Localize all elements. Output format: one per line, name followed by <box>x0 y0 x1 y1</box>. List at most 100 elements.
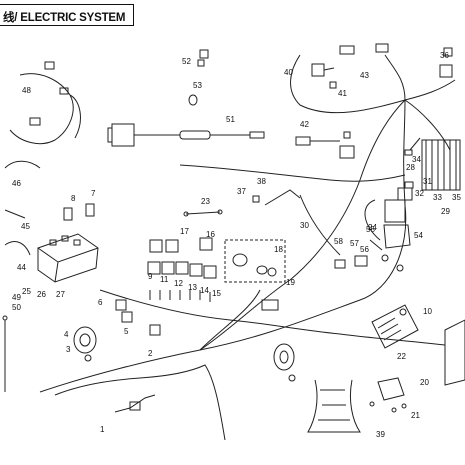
callout-45: 45 <box>21 222 30 231</box>
item-40-sensor <box>311 63 325 77</box>
callout-9: 9 <box>148 272 153 281</box>
item-51-fuse <box>179 130 211 140</box>
item-4-horn <box>73 326 97 354</box>
item-36-part <box>439 64 453 78</box>
callout-13: 13 <box>188 283 197 292</box>
callout-18: 18 <box>274 245 283 254</box>
right-battery-box <box>444 319 465 386</box>
item-6-connector <box>115 299 127 311</box>
item-34-wire <box>409 137 421 151</box>
callout-21: 21 <box>411 411 420 420</box>
callout-28: 28 <box>406 163 415 172</box>
harness-branch-left <box>99 289 446 346</box>
diagram-title-box: 线/ ELECTRIC SYSTEM <box>0 4 134 26</box>
callout-53: 53 <box>193 81 202 90</box>
item-38-sensor <box>264 189 301 206</box>
harness-branch-upper <box>179 164 406 182</box>
callout-3: 3 <box>66 345 71 354</box>
item-23-bracket <box>185 211 221 215</box>
item-20-bracket <box>377 377 405 401</box>
callout-10: 10 <box>423 307 432 316</box>
item-7-fuse <box>85 203 95 217</box>
item-16-relay <box>199 237 213 251</box>
callout-52: 52 <box>182 57 191 66</box>
callout-35: 35 <box>452 193 461 202</box>
item-31-fuse <box>404 181 414 189</box>
item-4-horn-right <box>273 343 295 371</box>
callout-25: 25 <box>22 287 31 296</box>
callout-39: 39 <box>376 430 385 439</box>
callout-27: 27 <box>56 290 65 299</box>
callout-12: 12 <box>174 279 183 288</box>
item-30-wire <box>299 194 341 256</box>
item-19-connector <box>261 299 279 311</box>
callout-57: 57 <box>350 239 359 248</box>
item-51-relay <box>111 123 135 147</box>
callout-44: 44 <box>17 263 26 272</box>
callout-20: 20 <box>420 378 429 387</box>
item-29-relay <box>384 199 406 223</box>
item-37-part <box>252 195 260 203</box>
callout-29: 29 <box>441 207 450 216</box>
item-18-group <box>224 239 286 283</box>
item-21-bolt <box>369 401 375 407</box>
item-17-relay <box>149 239 163 253</box>
item-57-part <box>334 259 346 269</box>
callout-46: 46 <box>12 179 21 188</box>
callout-56: 56 <box>360 245 369 254</box>
callout-7: 7 <box>91 189 96 198</box>
callout-50: 50 <box>12 303 21 312</box>
item-25-fuse-box <box>37 233 99 283</box>
item-43-connector <box>339 45 355 55</box>
callout-30: 30 <box>300 221 309 230</box>
callout-14: 14 <box>200 286 209 295</box>
item-56-bracket <box>354 255 368 267</box>
item-8-fuse <box>63 207 73 221</box>
item-9-relay <box>147 261 161 275</box>
item-46-wire <box>4 160 41 169</box>
callout-24: 24 <box>368 223 377 232</box>
item-2-connector <box>149 324 161 336</box>
diagram-title: 线/ ELECTRIC SYSTEM <box>3 12 126 24</box>
item-42-connector <box>295 136 311 146</box>
callout-58: 58 <box>334 237 343 246</box>
callout-38: 38 <box>257 177 266 186</box>
callout-4: 4 <box>64 330 69 339</box>
item-35-regulator <box>421 139 461 191</box>
item-22-ecu <box>371 304 419 349</box>
callout-8: 8 <box>71 194 76 203</box>
callout-17: 17 <box>180 227 189 236</box>
item-53-part <box>188 94 198 106</box>
callout-1: 1 <box>100 425 105 434</box>
callout-41: 41 <box>338 89 347 98</box>
item-40-switch <box>339 145 355 159</box>
callout-15: 15 <box>212 289 221 298</box>
callout-11: 11 <box>160 275 169 284</box>
harness-top-right <box>404 99 451 151</box>
item-1-sensor <box>114 394 156 413</box>
harness-top-loop <box>290 54 456 114</box>
callout-31: 31 <box>423 177 432 186</box>
callout-26: 26 <box>37 290 46 299</box>
harness-branch-center <box>199 289 261 351</box>
callout-2: 2 <box>148 349 153 358</box>
item-52-part <box>199 49 209 59</box>
item-5-connector <box>121 311 133 323</box>
item-39-holder <box>307 379 361 433</box>
callout-23: 23 <box>201 197 210 206</box>
callout-32: 32 <box>415 189 424 198</box>
item-55-wire <box>369 239 383 251</box>
item-44-wire <box>4 241 31 256</box>
callout-48: 48 <box>22 86 31 95</box>
item-3-bolt <box>84 354 92 362</box>
callout-55: 55 <box>366 225 375 234</box>
item-10-bolt <box>381 254 389 262</box>
callout-6: 6 <box>98 298 103 307</box>
callout-36: 36 <box>440 51 449 60</box>
callout-33: 33 <box>433 193 442 202</box>
callout-19: 19 <box>286 278 295 287</box>
item-48-harness <box>9 73 81 145</box>
callout-34: 34 <box>412 155 421 164</box>
callout-16: 16 <box>206 230 215 239</box>
